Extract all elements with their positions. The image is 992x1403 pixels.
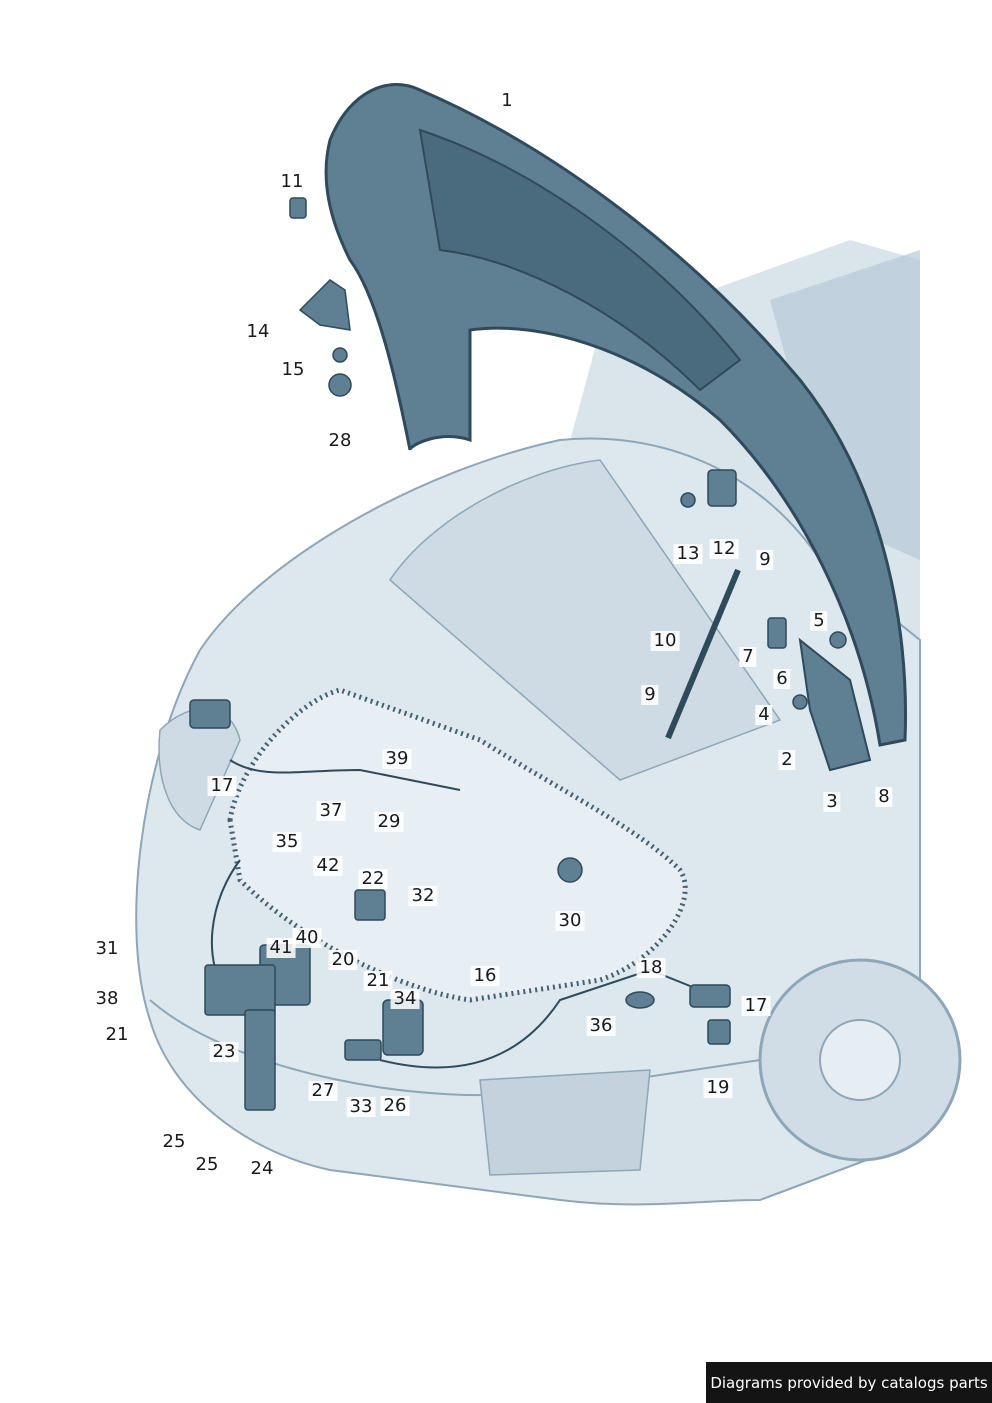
callout-27: 27 (308, 1081, 338, 1101)
car-grille (479, 1069, 651, 1176)
callout-17a: 17 (207, 776, 237, 796)
callout-10: 10 (650, 631, 680, 651)
gas-strut (665, 568, 741, 740)
credit-banner: Diagrams provided by catalogs parts (706, 1362, 992, 1403)
callout-9a: 9 (756, 550, 774, 570)
callout-30: 30 (555, 911, 585, 931)
hinge (798, 637, 872, 772)
car-wheel-hub (819, 1019, 901, 1101)
callout-12: 12 (709, 539, 739, 559)
callout-2: 2 (778, 750, 796, 770)
callout-18: 18 (636, 958, 666, 978)
callout-4: 4 (755, 705, 773, 725)
callout-34: 34 (390, 989, 420, 1009)
callout-26: 26 (380, 1096, 410, 1116)
callout-25b: 25 (192, 1155, 222, 1175)
callout-28: 28 (325, 431, 355, 451)
callout-29: 29 (374, 812, 404, 832)
callout-9b: 9 (641, 685, 659, 705)
callout-24: 24 (247, 1159, 277, 1179)
callout-25a: 25 (159, 1132, 189, 1152)
callout-11: 11 (277, 172, 307, 192)
callout-20: 20 (328, 950, 358, 970)
callout-42: 42 (313, 856, 343, 876)
callout-35: 35 (272, 832, 302, 852)
small-parts (189, 197, 847, 1111)
callout-22: 22 (358, 869, 388, 889)
callout-21a: 21 (363, 971, 393, 991)
callout-36: 36 (586, 1016, 616, 1036)
callout-21b: 21 (102, 1025, 132, 1045)
callout-6: 6 (773, 669, 791, 689)
callout-40: 40 (292, 928, 322, 948)
callout-39: 39 (382, 749, 412, 769)
callout-15: 15 (278, 360, 308, 380)
callout-8: 8 (875, 787, 893, 807)
callout-32: 32 (408, 886, 438, 906)
callout-19: 19 (703, 1078, 733, 1098)
callout-1: 1 (498, 91, 516, 111)
callout-41: 41 (266, 938, 296, 958)
callout-14: 14 (243, 322, 273, 342)
callout-33: 33 (346, 1097, 376, 1117)
callout-37: 37 (316, 801, 346, 821)
callout-17b: 17 (741, 996, 771, 1016)
callout-31: 31 (92, 939, 122, 959)
callout-38: 38 (92, 989, 122, 1009)
callout-16: 16 (470, 966, 500, 986)
background-panel-right (770, 250, 920, 560)
callout-13: 13 (673, 544, 703, 564)
hood-inner-panel (418, 128, 742, 392)
callout-7: 7 (739, 647, 757, 667)
callout-23: 23 (209, 1042, 239, 1062)
callout-3: 3 (823, 792, 841, 812)
callout-5: 5 (810, 611, 828, 631)
